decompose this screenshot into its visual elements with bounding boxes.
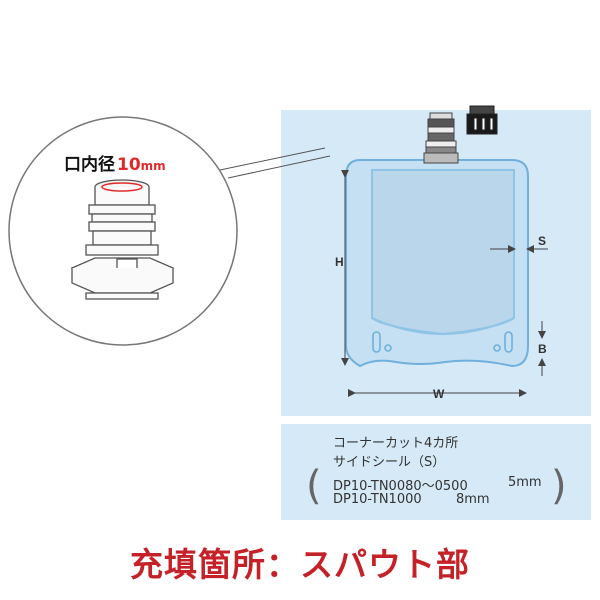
paren-right: ) xyxy=(551,463,567,509)
left-slot xyxy=(372,331,381,353)
right-hole xyxy=(493,344,501,352)
spec-model-2: DP10-TN1000 xyxy=(333,492,422,507)
label-side-seal: S xyxy=(538,234,546,248)
inner-diameter-unit: mm xyxy=(141,159,166,173)
pouch-inner-seal xyxy=(371,169,515,336)
pouch-spout xyxy=(423,112,459,164)
callout-line-top xyxy=(219,147,326,171)
inner-diameter-marker xyxy=(101,182,143,192)
pouch-bottom-curve xyxy=(371,317,515,335)
note-corner-cut: コーナーカット4カ所 xyxy=(333,436,459,451)
spout-cap xyxy=(466,105,498,135)
paren-left: ( xyxy=(306,463,322,509)
label-bottom: B xyxy=(538,342,547,356)
spec-size-1: 5mm xyxy=(508,475,542,490)
callout-line-bottom xyxy=(227,155,331,179)
label-width: W xyxy=(433,387,445,401)
inner-diameter-text: 口内径 xyxy=(64,154,115,175)
note-side-seal: サイドシール（S） xyxy=(333,455,446,470)
spec-model-1: DP10-TN0080～0500 xyxy=(333,479,468,494)
right-slot xyxy=(504,331,513,353)
label-height: H xyxy=(335,255,344,269)
spec-size-2: 8mm xyxy=(456,492,490,507)
filling-point-caption: 充填箇所：スパウト部 xyxy=(130,545,470,584)
left-hole xyxy=(384,344,392,352)
inner-diameter-value: 10 xyxy=(117,155,141,175)
notes-panel xyxy=(281,424,591,520)
